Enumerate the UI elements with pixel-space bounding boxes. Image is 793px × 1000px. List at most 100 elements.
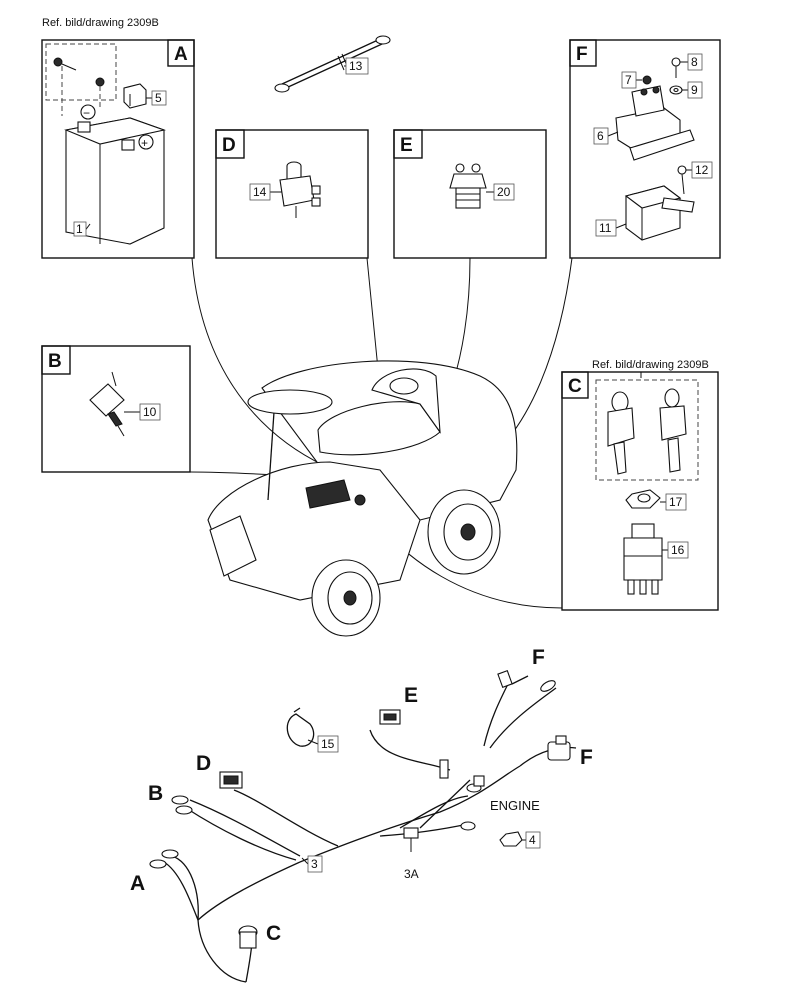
connector-a-icon — [149, 849, 179, 869]
engine-label: ENGINE — [490, 798, 540, 813]
part-label-12-box — [691, 161, 713, 179]
engine-connectors-icon — [460, 775, 485, 831]
connector-f-top-icon — [497, 670, 556, 692]
switch-nut-icon — [625, 489, 661, 509]
oil-pressure-sensor-icon — [449, 163, 487, 209]
panel-e-letter: E — [400, 135, 413, 156]
part-label-17: 17 — [669, 495, 683, 509]
part-label-14: 14 — [253, 185, 267, 199]
keys-dashed-box — [595, 379, 699, 481]
connector-d-icon — [219, 771, 243, 789]
part-label-8: 8 — [691, 55, 698, 69]
part-label-17-box — [665, 493, 687, 511]
harness-label-b: B — [148, 782, 163, 805]
part-label-10: 10 — [143, 405, 157, 419]
harness-label-e: E — [404, 684, 418, 707]
mounting-screw-icon — [671, 57, 681, 78]
connector-c-icon — [238, 925, 258, 949]
terminal-nut-icon — [95, 77, 105, 87]
part-label-7-box — [621, 71, 637, 89]
relay-icon — [624, 185, 695, 241]
panel-f-frame — [569, 39, 721, 259]
panel-a-letter-box — [167, 39, 195, 67]
part-label-12: 12 — [695, 163, 709, 177]
part-label-9-box — [687, 81, 703, 99]
assembly-dashed-lines — [61, 66, 101, 116]
harness-clamp-icon — [439, 759, 449, 779]
engine-nut-icon — [499, 831, 523, 847]
relay-screw-icon — [677, 165, 687, 195]
panel-b: B 10 — [41, 345, 191, 473]
panel-e-frame — [393, 129, 547, 259]
rear-wheel-icon — [427, 489, 501, 575]
seat-switch-icon — [279, 161, 321, 218]
harness-label-f-side: F — [580, 746, 593, 769]
rider-mower-illustration — [207, 360, 518, 637]
harness-label-d: D — [196, 752, 211, 775]
reference-note-c: Ref. bild/drawing 2309B — [592, 359, 709, 371]
ignition-switch-icon — [623, 523, 663, 595]
terminal-screw-icon — [53, 57, 77, 71]
connector-b-icon — [171, 795, 193, 815]
plus-symbol: + — [141, 136, 148, 150]
panel-a-frame — [41, 39, 195, 259]
connector-f-side-icon — [547, 735, 571, 761]
part-label-6-box — [593, 127, 609, 145]
part-label-11-box — [595, 219, 617, 237]
panel-a: Ref. bild/drawing 2309B A 5 — [41, 17, 195, 259]
panel-e: E 20 — [393, 129, 547, 259]
panel-c-frame — [561, 371, 719, 611]
panel-d-frame — [215, 129, 369, 259]
battery-icon — [64, 104, 167, 245]
harness-label-a: A — [130, 872, 145, 895]
part-label-13-box — [345, 57, 369, 75]
solenoid-nut-icon — [642, 75, 652, 85]
ignition-key-icon-2 — [659, 388, 687, 473]
front-wheel-icon — [311, 559, 381, 637]
harness-label-c: C — [266, 922, 281, 945]
part-label-15: 15 — [321, 737, 335, 751]
panel-c: Ref. bild/drawing 2309B C 17 — [561, 359, 719, 611]
part-label-1-box — [73, 221, 87, 237]
starter-solenoid-icon — [615, 85, 695, 161]
part-label-7: 7 — [625, 73, 632, 87]
safety-switch-icon — [89, 371, 125, 437]
part-label-9: 9 — [691, 83, 698, 97]
panel-b-frame — [41, 345, 191, 473]
part-label-4: 4 — [529, 833, 536, 847]
panel-d-letter-box — [215, 129, 245, 159]
part-label-1: 1 — [76, 222, 83, 236]
part-label-14-box — [249, 183, 271, 201]
part-label-5-box — [151, 90, 167, 106]
part-label-3-box — [307, 855, 323, 873]
battery-cable-icon — [274, 35, 391, 93]
panel-c-letter: C — [568, 376, 582, 397]
part-label-5: 5 — [155, 91, 162, 105]
terminal-cover-icon — [123, 83, 147, 109]
ignition-key-icon — [607, 391, 635, 475]
panel-e-letter-box — [393, 129, 423, 159]
part-label-3: 3 — [311, 857, 318, 871]
reference-note-top: Ref. bild/drawing 2309B — [42, 17, 159, 29]
part-label-3a: 3A — [404, 867, 419, 881]
panel-c-letter-box — [561, 371, 589, 399]
connector-e-icon — [379, 709, 401, 725]
part-label-20: 20 — [497, 185, 511, 199]
minus-symbol: − — [83, 106, 90, 120]
panel-f-letter: F — [576, 44, 588, 65]
panel-f-letter-box — [569, 39, 597, 67]
part-label-15-box — [317, 735, 339, 753]
part-label-6: 6 — [597, 129, 604, 143]
panel-d: D 14 — [215, 129, 369, 259]
washer-icon — [669, 85, 683, 95]
part-label-8-box — [687, 53, 703, 71]
part-label-20-box — [493, 183, 515, 201]
ground-terminal-icon — [403, 827, 419, 852]
part-label-11: 11 — [599, 221, 612, 235]
cable-tie-icon — [286, 707, 315, 747]
part-label-4-box — [525, 831, 541, 849]
panel-d-letter: D — [222, 135, 236, 156]
panel-b-letter-box — [41, 345, 71, 375]
part-label-16: 16 — [671, 543, 685, 557]
